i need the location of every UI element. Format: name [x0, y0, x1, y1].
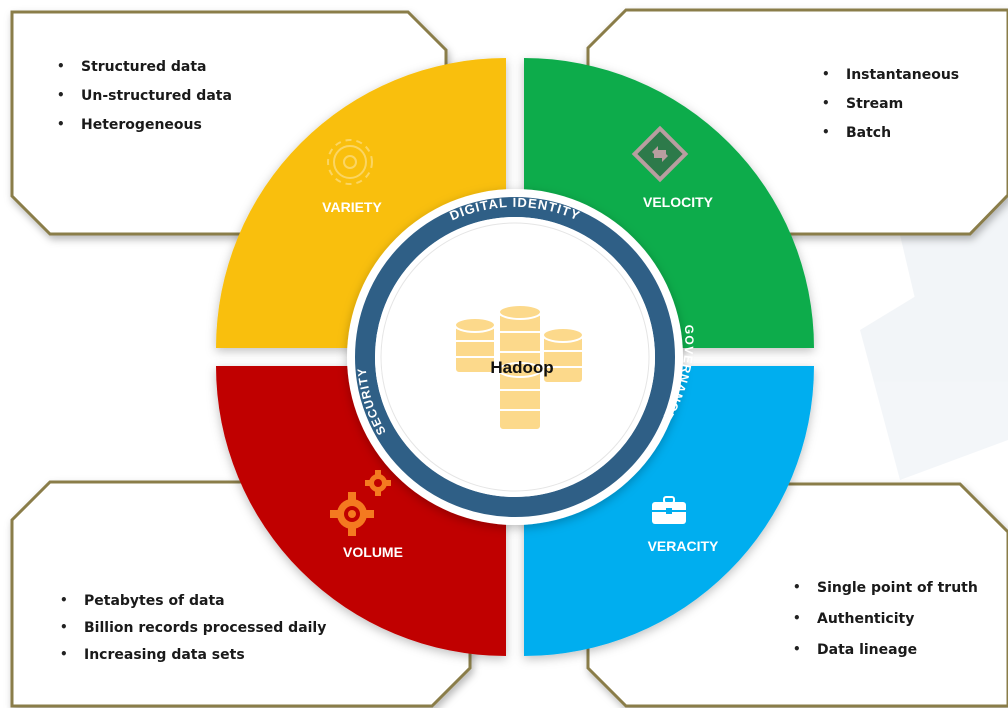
volume-label: VOLUME [343, 544, 403, 560]
list-item: Structured data [57, 59, 232, 75]
list-item: Authenticity [793, 611, 978, 627]
briefcase-icon [652, 496, 686, 524]
veracity-label: VERACITY [648, 538, 719, 554]
list-item: Heterogeneous [57, 117, 232, 133]
list-item: Instantaneous [822, 67, 959, 83]
list-item: Un-structured data [57, 88, 232, 104]
list-item: Batch [822, 125, 959, 141]
list-item: Single point of truth [793, 580, 978, 596]
volume-list: Petabytes of data Billion records proces… [60, 593, 326, 674]
velocity-label: VELOCITY [643, 194, 714, 210]
variety-label: VARIETY [322, 199, 382, 215]
diamond-arrows-icon [631, 125, 689, 183]
list-item: Data lineage [793, 642, 978, 658]
veracity-list: Single point of truth Authenticity Data … [793, 580, 978, 673]
variety-list: Structured data Un-structured data Heter… [57, 59, 232, 146]
list-item: Stream [822, 96, 959, 112]
center-label: Hadoop [490, 358, 553, 377]
database-icon [454, 304, 584, 431]
gear-outline-icon [327, 139, 373, 185]
gears-icon [330, 470, 391, 536]
list-item: Petabytes of data [60, 593, 326, 609]
list-item: Increasing data sets [60, 647, 326, 663]
velocity-list: Instantaneous Stream Batch [822, 67, 959, 154]
center-ring [355, 197, 675, 517]
list-item: Billion records processed daily [60, 620, 326, 636]
